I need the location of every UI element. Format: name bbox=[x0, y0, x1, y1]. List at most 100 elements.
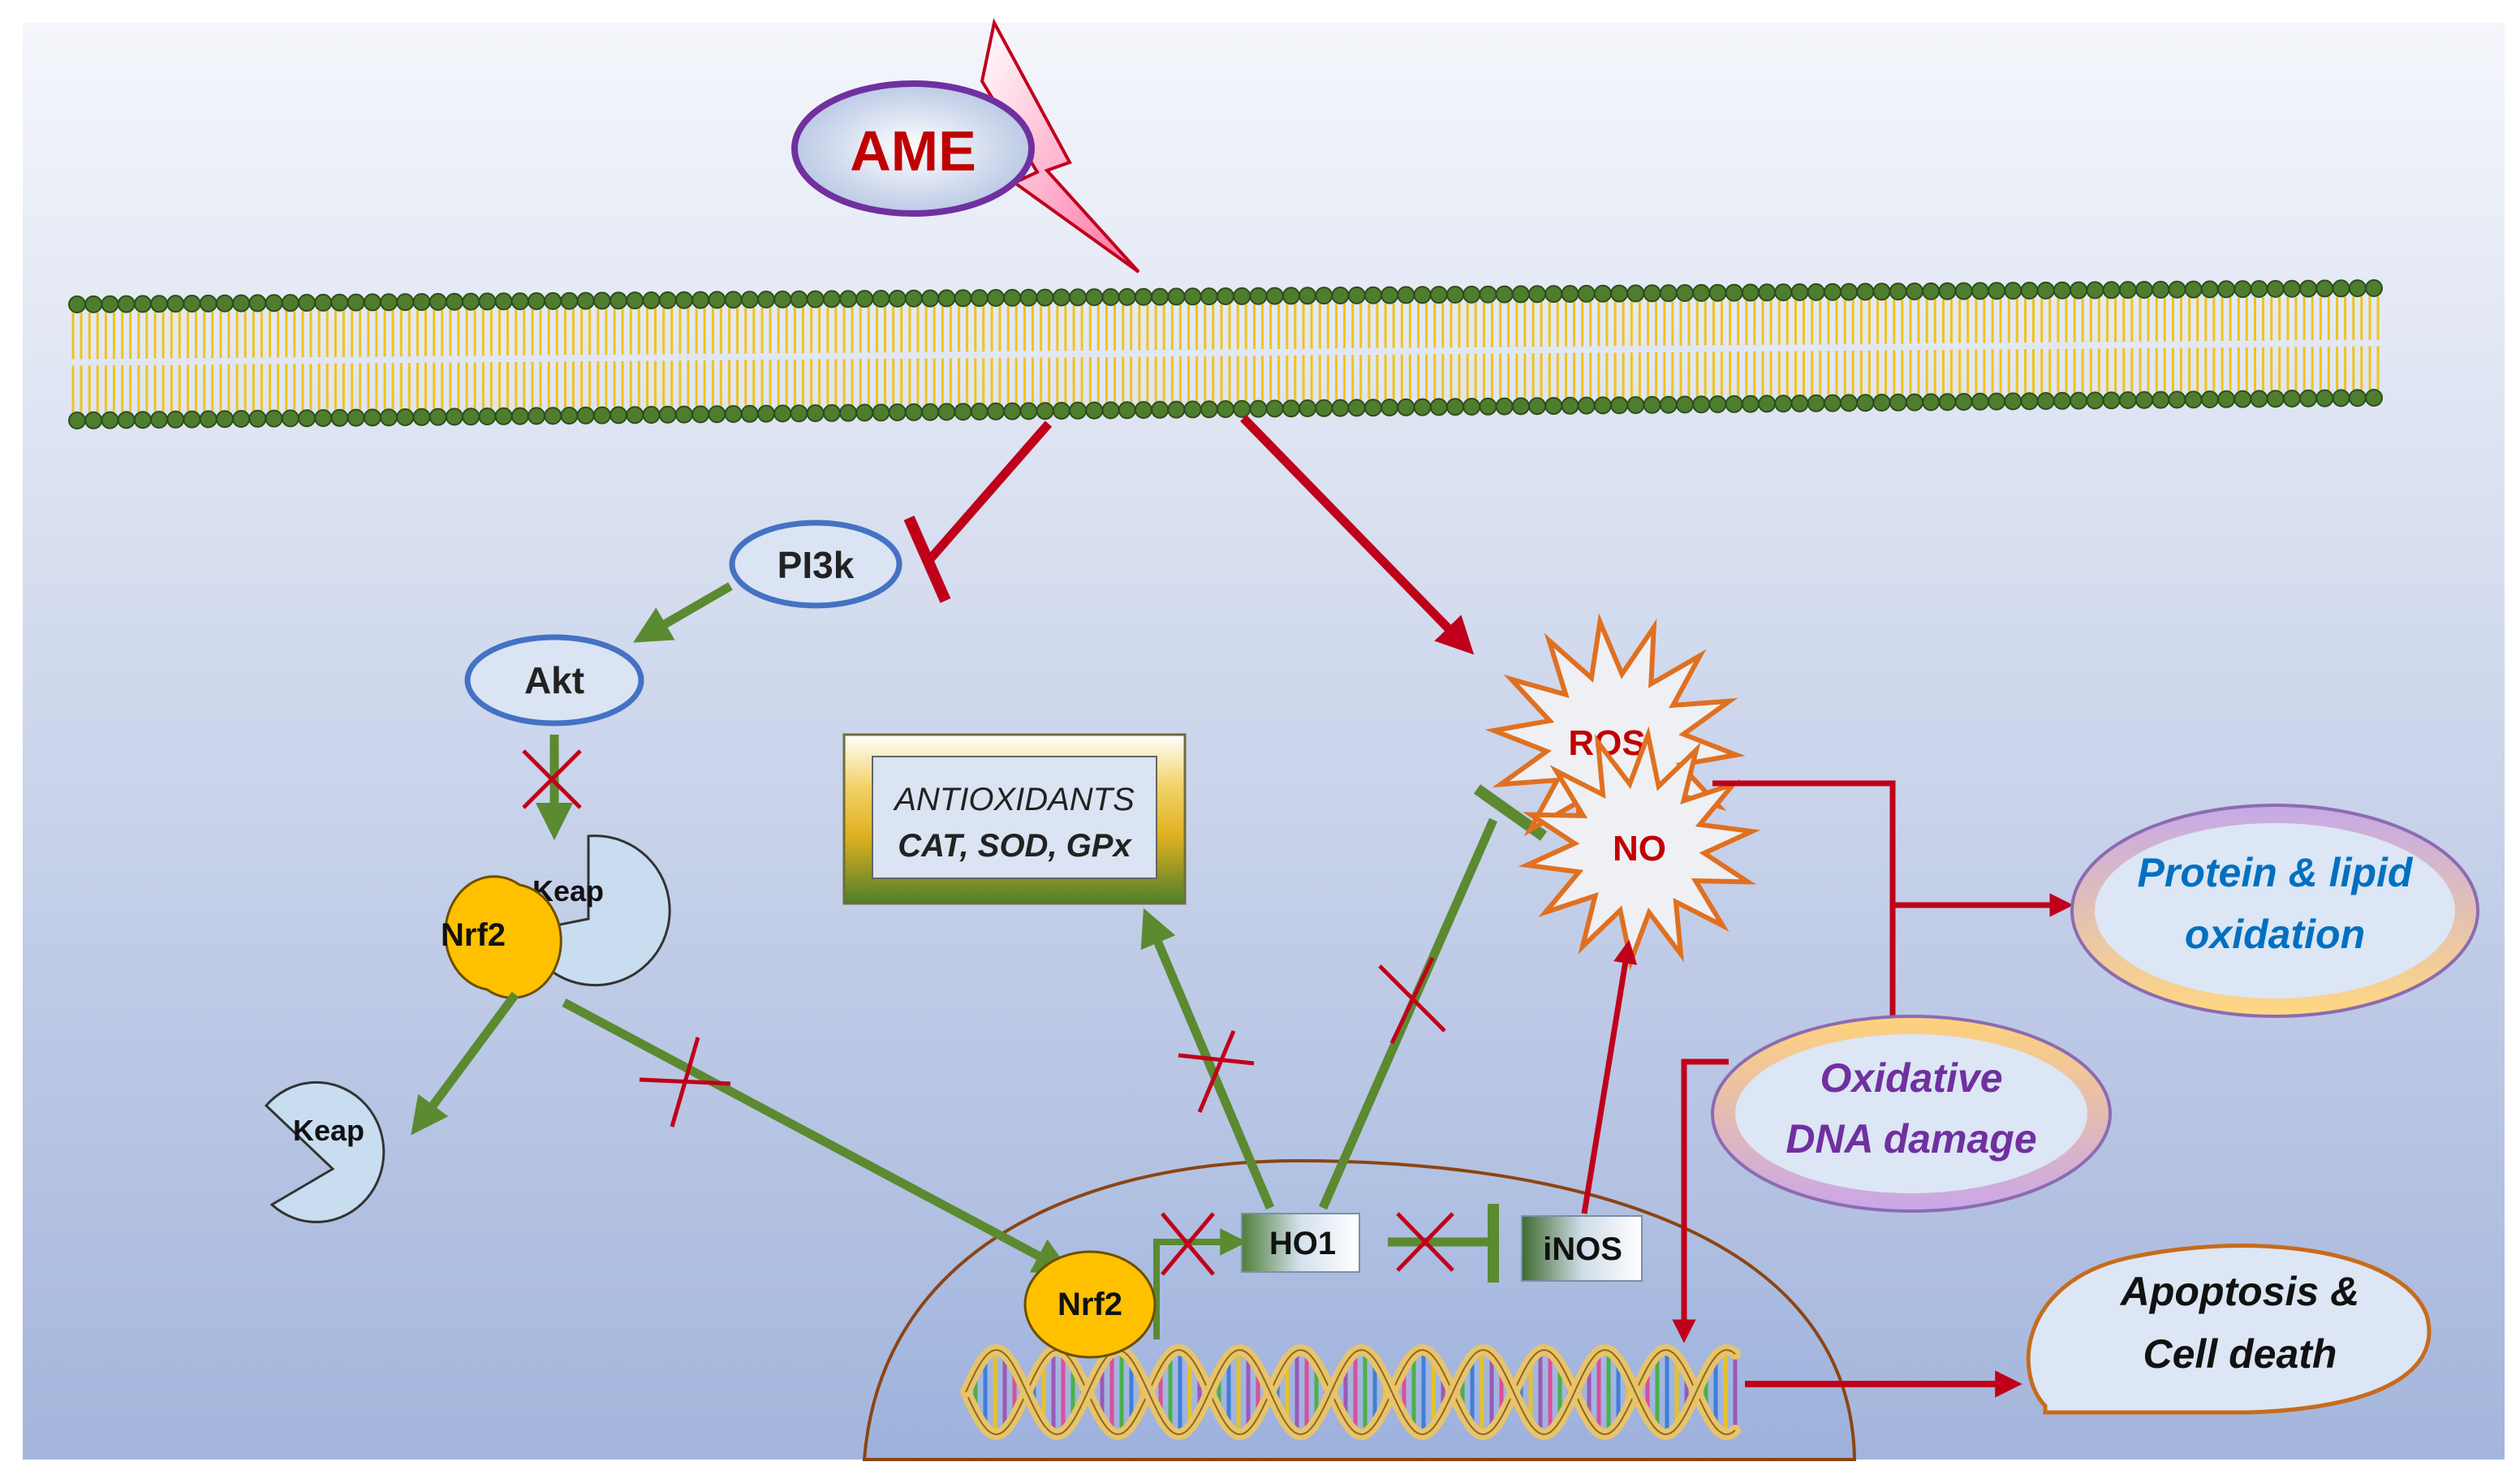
membrane-ros-arrow bbox=[1240, 415, 1475, 655]
keap-free-node: Keap bbox=[264, 1080, 386, 1223]
dna-strand-outline bbox=[965, 1348, 1736, 1436]
lipid-head bbox=[298, 294, 316, 312]
lipid-head bbox=[84, 411, 103, 429]
lipid-head bbox=[1118, 401, 1136, 420]
lipid-head bbox=[2053, 281, 2071, 300]
membrane-pi3k-inhibition-line bbox=[925, 420, 1053, 563]
lipid-head bbox=[2348, 389, 2367, 407]
lipid-head bbox=[2004, 282, 2022, 300]
lipid-head bbox=[1971, 282, 1989, 300]
oxidative-line2: DNA damage bbox=[1786, 1116, 2036, 1162]
lipid-head bbox=[1906, 282, 1923, 300]
nrf2-cytoplasm-node: Nrf2 bbox=[441, 875, 562, 999]
lipid-head bbox=[1249, 287, 1268, 305]
lipid-head bbox=[2102, 391, 2121, 410]
lipid-head bbox=[2184, 280, 2203, 299]
lipid-head bbox=[478, 292, 497, 311]
lipid-head bbox=[1708, 395, 1727, 413]
lipid-head bbox=[592, 406, 611, 425]
nrf2-cytoplasm-label: Nrf2 bbox=[441, 917, 506, 953]
lipid-head bbox=[2282, 279, 2301, 298]
lipid-head bbox=[215, 294, 234, 313]
lipid-head bbox=[494, 292, 513, 311]
lipid-head bbox=[199, 294, 218, 313]
protein-lipid-line2: oxidation bbox=[2185, 912, 2365, 957]
lipid-head bbox=[1003, 402, 1022, 420]
lipid-head bbox=[1807, 282, 1825, 301]
protein-lipid-line1: Protein & lipid bbox=[2138, 850, 2414, 895]
lipid-head bbox=[1840, 394, 1859, 412]
antioxidants-title: ANTIOXIDANTS bbox=[893, 782, 1135, 817]
lipid-head bbox=[347, 408, 365, 427]
lipid-head bbox=[1511, 285, 1530, 304]
blocked-cross-icon bbox=[1161, 1212, 1215, 1276]
lipid-head bbox=[921, 403, 940, 421]
lipid-head bbox=[510, 292, 529, 311]
blocked-cross-icon bbox=[1178, 1030, 1255, 1113]
lipid-head bbox=[1922, 393, 1941, 412]
lipid-head bbox=[1626, 284, 1645, 303]
lipid-head bbox=[1840, 282, 1859, 301]
lipid-head bbox=[166, 295, 185, 313]
lipid-head bbox=[1019, 288, 1038, 307]
lipid-head bbox=[1708, 283, 1727, 302]
lipid-head bbox=[1561, 285, 1579, 303]
lipid-head bbox=[1200, 287, 1218, 306]
lipid-head bbox=[2135, 390, 2153, 409]
lipid-head bbox=[2266, 390, 2285, 408]
lipid-head bbox=[2152, 280, 2170, 299]
lipid-head bbox=[1610, 284, 1629, 303]
lipid-head bbox=[314, 409, 333, 427]
lipid-head bbox=[298, 409, 316, 428]
lipid-head bbox=[117, 411, 136, 429]
lipid-head bbox=[1118, 287, 1136, 306]
lipid-head bbox=[740, 291, 759, 309]
lipid-head bbox=[954, 289, 972, 308]
pi3k-akt-arrow bbox=[633, 582, 733, 643]
lipid-head bbox=[1856, 282, 1875, 301]
lipid-head bbox=[528, 407, 545, 425]
lipid-head bbox=[2217, 280, 2236, 299]
lipid-head bbox=[2348, 279, 2367, 298]
lipid-head bbox=[84, 295, 103, 313]
lipid-head bbox=[215, 410, 234, 429]
akt-node: Akt bbox=[464, 634, 644, 727]
lipid-head bbox=[872, 290, 890, 308]
lipid-head bbox=[1479, 285, 1497, 304]
lipid-head bbox=[708, 291, 726, 309]
lipid-head bbox=[183, 410, 201, 429]
lipid-head bbox=[1347, 399, 1366, 417]
lipid-head bbox=[790, 290, 808, 308]
lipid-head bbox=[462, 407, 480, 426]
lipid-head bbox=[363, 408, 381, 427]
lipid-head bbox=[1823, 282, 1842, 301]
lipid-head bbox=[2102, 281, 2121, 300]
apoptosis-cell-death-node: Apoptosis & Cell death bbox=[2026, 1244, 2432, 1415]
lipid-head bbox=[592, 291, 611, 310]
nrf2-translocation-arrow bbox=[562, 998, 1072, 1274]
lipid-head bbox=[1003, 288, 1022, 307]
ho1-no-inhibition-line bbox=[1318, 817, 1498, 1210]
lipid-head bbox=[1758, 283, 1777, 302]
lipid-head bbox=[1265, 399, 1284, 418]
lipid-head bbox=[1495, 285, 1514, 304]
lipid-head bbox=[1725, 395, 1743, 413]
lipid-head bbox=[1511, 397, 1530, 416]
nrf2-nucleus-node: Nrf2 bbox=[1023, 1250, 1157, 1359]
lipid-head bbox=[1676, 284, 1694, 302]
lipid-head bbox=[133, 411, 152, 429]
ho1-antioxidants-arrow bbox=[1140, 908, 1275, 1210]
lipid-head bbox=[1856, 394, 1875, 412]
lipid-head bbox=[1069, 288, 1088, 307]
lipid-head bbox=[330, 408, 349, 427]
lipid-head bbox=[724, 405, 743, 423]
lipid-head bbox=[429, 292, 447, 311]
lipid-head bbox=[412, 407, 431, 426]
lipid-head bbox=[1315, 399, 1333, 417]
inos-no-arrow bbox=[1581, 939, 1638, 1214]
lipid-head bbox=[674, 291, 693, 309]
lipid-head bbox=[232, 294, 251, 313]
lipid-head bbox=[1889, 282, 1907, 301]
lipid-head bbox=[1593, 284, 1612, 303]
lipid-head bbox=[166, 410, 185, 429]
